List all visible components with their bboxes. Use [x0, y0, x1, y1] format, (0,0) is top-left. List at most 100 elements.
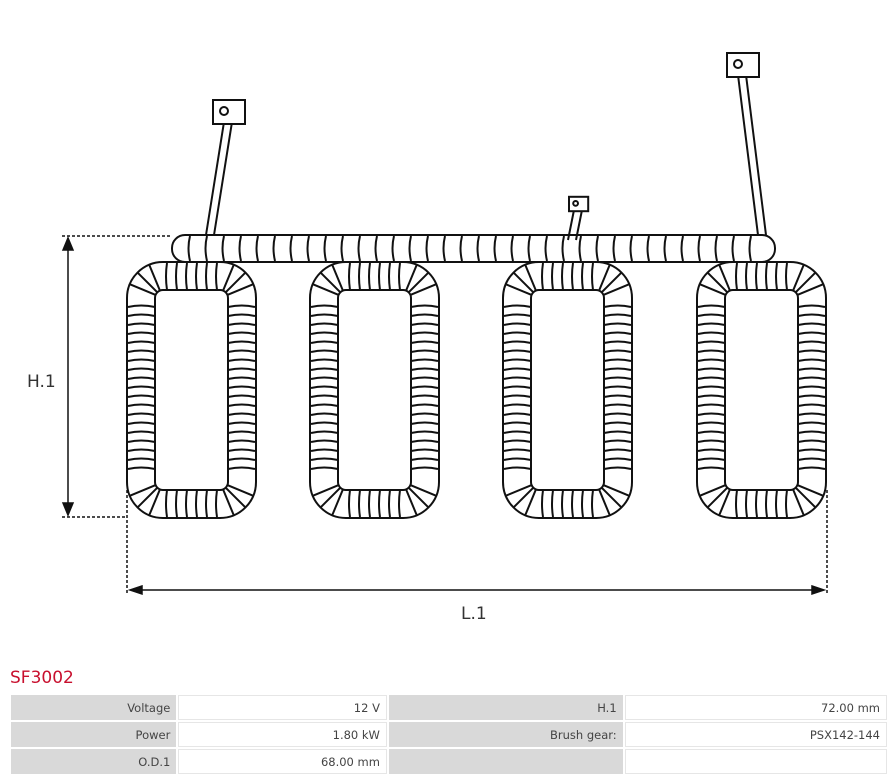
coil-winding [603, 283, 630, 296]
coil-winding [697, 466, 726, 470]
coil-winding [697, 385, 726, 389]
coil-winding [797, 484, 824, 497]
coil-winding [797, 376, 826, 380]
spec-value: 12 V [178, 695, 387, 720]
coil-winding [410, 439, 439, 443]
coil-winding [205, 262, 208, 291]
coil-winding [697, 448, 726, 452]
coil-winding [797, 283, 824, 296]
coil-winding [227, 331, 256, 335]
coil-winding [797, 421, 826, 425]
bar-winding [238, 235, 242, 262]
coil-winding [410, 412, 439, 416]
coil-winding [407, 486, 430, 509]
coil-winding [524, 264, 537, 291]
coil-winding [410, 304, 439, 308]
coil-winding [503, 412, 532, 416]
coil-winding [503, 367, 532, 371]
bar-winding [221, 235, 225, 262]
coil-winding [503, 358, 532, 362]
coil-winding [227, 358, 256, 362]
coil-winding [312, 484, 339, 497]
coil-winding [388, 489, 391, 518]
coil-winding [175, 262, 178, 291]
coil-winding [227, 394, 256, 398]
coil-winding [127, 457, 156, 461]
coil-winding [312, 283, 339, 296]
coil-winding [405, 489, 418, 516]
bar-winding [578, 235, 582, 262]
coil-winding [503, 331, 532, 335]
coil-winding [503, 457, 532, 461]
coil-winding [797, 331, 826, 335]
l1-label: L.1 [461, 604, 487, 624]
coil-winding [127, 367, 156, 371]
spec-value: 1.80 kW [178, 722, 387, 747]
coil-winding [331, 489, 344, 516]
coil-winding [410, 322, 439, 326]
coil-winding [410, 394, 439, 398]
coil-winding [697, 313, 726, 317]
coil-winding [410, 283, 437, 296]
coil-winding [185, 262, 188, 291]
coil-winding [410, 376, 439, 380]
spec-label [388, 749, 623, 774]
coil-winding [603, 484, 630, 497]
spec-label: O.D.1 [11, 749, 177, 774]
coil-winding [127, 439, 156, 443]
coil-winding [718, 264, 731, 291]
coil-winding [775, 489, 778, 518]
bar-winding [493, 235, 497, 262]
coil-winding [503, 421, 532, 425]
connection-bar [171, 234, 776, 263]
coil-winding [598, 489, 611, 516]
bar-winding [544, 235, 548, 262]
coil-winding [127, 358, 156, 362]
coil-winding [165, 489, 168, 518]
coil-winding [571, 262, 574, 291]
coil-winding [227, 403, 256, 407]
coil-winding [227, 376, 256, 380]
coil-winding [227, 283, 254, 296]
coil-winding [797, 304, 826, 308]
coil-winding [603, 448, 632, 452]
coil-winding [227, 430, 256, 434]
coil-winding [310, 340, 339, 344]
coil-winding [503, 385, 532, 389]
coil-winding [227, 304, 256, 308]
coil-winding [603, 457, 632, 461]
field-coil-drawing: H.1 L.1 [27, 52, 828, 624]
coil-winding [195, 489, 198, 518]
coil-winding [227, 349, 256, 353]
coil-winding [358, 489, 361, 518]
bar-winding [340, 235, 344, 262]
coil-winding [797, 313, 826, 317]
coil-winding [227, 385, 256, 389]
coil-winding [591, 489, 594, 518]
coil-winding [398, 262, 401, 291]
coil-winding [165, 262, 168, 291]
coil-winding [410, 331, 439, 335]
coil-winding [227, 457, 256, 461]
coil-winding [505, 283, 532, 296]
coil-winding [503, 403, 532, 407]
coil-winding [797, 349, 826, 353]
coil-winding [697, 340, 726, 344]
coil-winding [603, 367, 632, 371]
coil-winding [310, 322, 339, 326]
coil-winding [136, 271, 159, 294]
coil-winding [227, 466, 256, 470]
coil-winding [561, 489, 564, 518]
coil-winding [148, 489, 161, 516]
coil-winding [129, 283, 156, 296]
coil-winding [775, 262, 778, 291]
coil-winding [368, 489, 371, 518]
coil-winding [697, 322, 726, 326]
terminal-right-hole [733, 59, 743, 69]
coil-winding [127, 430, 156, 434]
bar-winding [323, 235, 327, 262]
coil-winding [697, 394, 726, 398]
coil-winding [310, 448, 339, 452]
